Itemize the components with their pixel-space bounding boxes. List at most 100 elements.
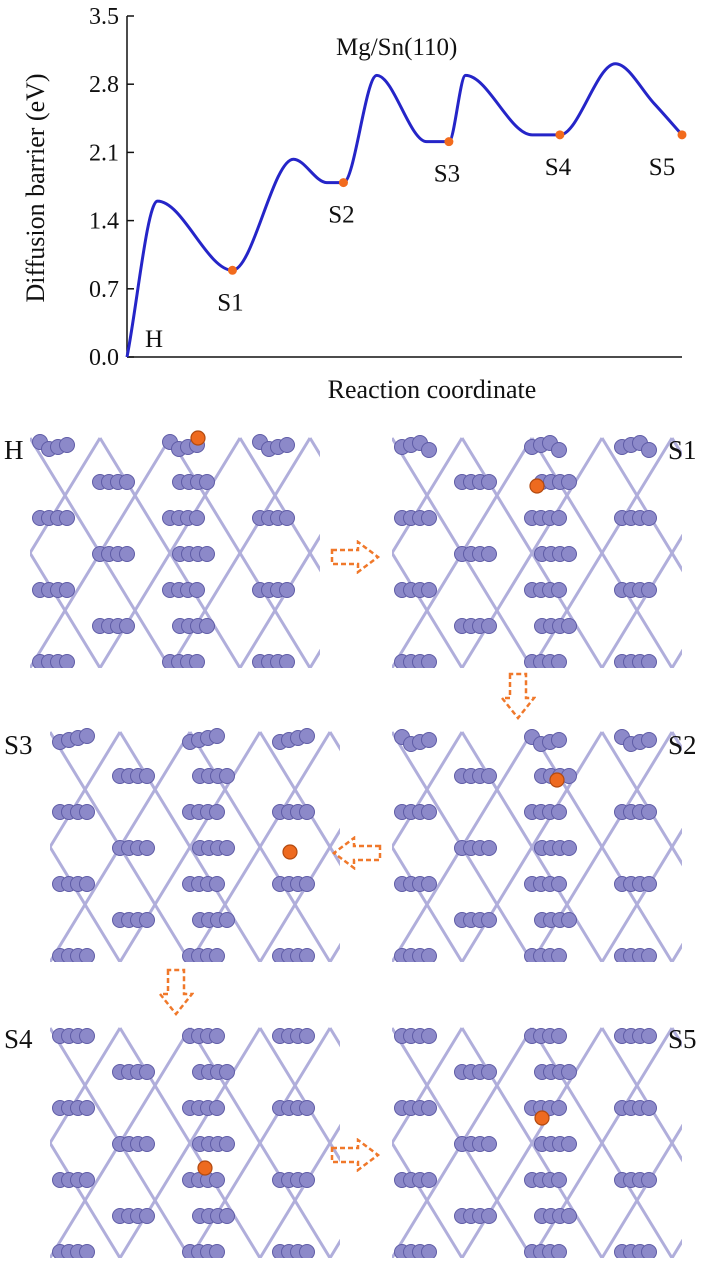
sn-atom: [551, 510, 567, 526]
sn-atom: [219, 1136, 235, 1152]
lattice-atoms: [52, 1028, 315, 1258]
y-tick-group: 0.00.71.42.12.83.5: [89, 4, 134, 371]
sn-atom: [421, 804, 437, 820]
sn-atom: [481, 912, 497, 928]
sn-atom: [481, 1064, 497, 1080]
arrow-right-icon: [330, 540, 381, 574]
sn-atom: [421, 1172, 437, 1188]
sn-atom: [421, 732, 437, 748]
sn-atom: [209, 1028, 225, 1044]
sn-atom: [551, 442, 567, 458]
state-label: S3: [434, 161, 460, 188]
sn-atom: [139, 768, 155, 784]
sn-atom: [481, 546, 497, 562]
sn-atom: [641, 804, 657, 820]
sn-atom: [79, 1028, 95, 1044]
mg-atom: [282, 844, 298, 860]
y-tick-label: 1.4: [89, 209, 119, 235]
sn-atom: [641, 1172, 657, 1188]
structure-label-h: H: [4, 435, 24, 465]
x-axis-title: Reaction coordinate: [328, 375, 537, 400]
y-tick-label: 2.8: [89, 72, 119, 98]
sn-atom: [641, 732, 657, 748]
bond-line: [238, 533, 320, 668]
sn-atom: [481, 768, 497, 784]
sn-atom: [219, 1208, 235, 1224]
sn-atom: [59, 654, 75, 668]
sn-atom: [139, 840, 155, 856]
sn-atom: [79, 948, 95, 962]
sn-atom: [551, 876, 567, 892]
sn-atom: [551, 654, 567, 668]
bond-line: [238, 437, 320, 573]
sn-atom: [119, 618, 135, 634]
sn-atom: [641, 442, 657, 458]
sn-atom: [209, 1244, 225, 1258]
sn-atom: [219, 1064, 235, 1080]
structure-panel-s4: [50, 1018, 340, 1258]
sn-atom: [209, 948, 225, 962]
diffusion-curve: [125, 62, 684, 358]
state-label: S1: [217, 289, 243, 316]
sn-atom: [421, 510, 437, 526]
sn-atom: [421, 1100, 437, 1116]
sn-atom: [209, 1172, 225, 1188]
bond-line: [50, 731, 122, 850]
bond-line: [258, 1123, 340, 1258]
bond-line: [600, 437, 682, 573]
mg-atom: [529, 478, 545, 494]
state-marker: [555, 130, 565, 140]
sn-atom: [551, 948, 567, 962]
state-label: S4: [545, 154, 572, 181]
sn-atom: [219, 768, 235, 784]
bond-line: [30, 437, 102, 556]
sn-atom: [299, 1100, 315, 1116]
sn-atom: [59, 582, 75, 598]
sn-atom: [79, 728, 95, 744]
sn-atom: [299, 804, 315, 820]
sn-atom: [79, 1244, 95, 1258]
sn-atom: [299, 876, 315, 892]
bond-line: [392, 437, 464, 556]
sn-atom: [641, 876, 657, 892]
sn-atom: [299, 1244, 315, 1258]
sn-atom: [189, 654, 205, 668]
mg-atom: [197, 1160, 213, 1176]
sn-atom: [189, 582, 205, 598]
sn-atom: [551, 1244, 567, 1258]
lattice-atoms: [394, 729, 657, 962]
structure-label-s3: S3: [4, 730, 33, 760]
sn-atom: [279, 510, 295, 526]
sn-atom: [209, 804, 225, 820]
state-marker: [227, 265, 237, 275]
sn-atom: [421, 654, 437, 668]
bond-line: [392, 1027, 464, 1146]
y-tick-label: 0.0: [89, 345, 119, 371]
arrow-down-icon: [158, 968, 194, 1017]
sn-atom: [561, 1064, 577, 1080]
sn-atom: [119, 546, 135, 562]
sn-atom: [481, 618, 497, 634]
state-marker: [338, 178, 348, 188]
y-tick-label: 0.7: [89, 277, 119, 303]
sn-atom: [119, 474, 135, 490]
sn-atom: [551, 804, 567, 820]
structure-label-s5: S5: [668, 1024, 697, 1054]
structure-label-s1: S1: [668, 435, 697, 465]
state-marker: [677, 130, 687, 140]
sn-atom: [219, 912, 235, 928]
chart-title: Mg/Sn(110): [336, 34, 457, 61]
sn-atom: [209, 876, 225, 892]
sn-atom: [421, 442, 437, 458]
sn-atom: [421, 876, 437, 892]
lattice-atoms: [32, 434, 295, 668]
sn-atom: [641, 1100, 657, 1116]
sn-atom: [299, 948, 315, 962]
structure-panel-s1: [392, 428, 682, 668]
sn-atom: [199, 474, 215, 490]
bond-line: [600, 533, 682, 668]
sn-atom: [481, 840, 497, 856]
bond-line: [258, 1027, 340, 1163]
sn-atom: [421, 582, 437, 598]
